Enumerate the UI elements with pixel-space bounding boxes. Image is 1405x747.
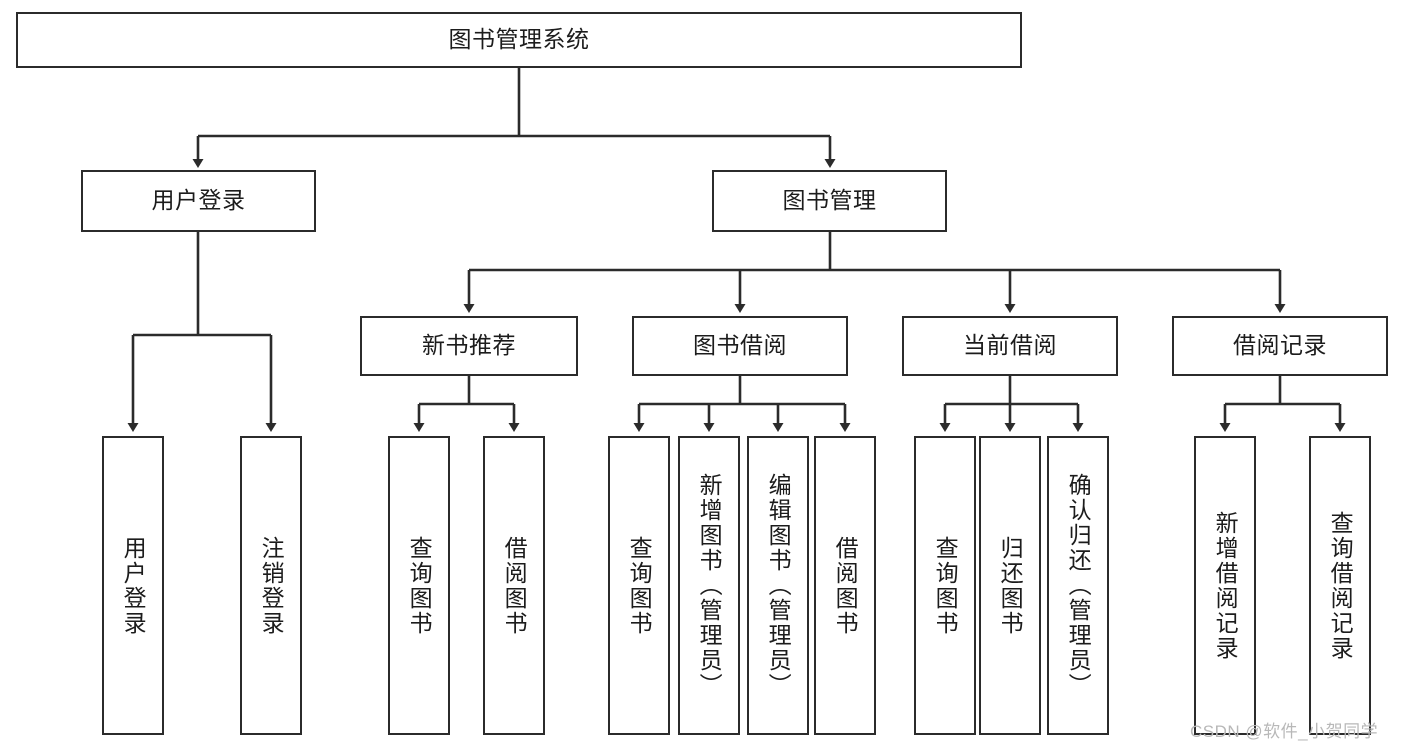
node-label: 当前借阅 (963, 332, 1057, 359)
node-user-login[interactable]: 用户登录 (81, 170, 316, 232)
node-label: 注销登录 (258, 535, 285, 636)
node-label: 借阅图书 (501, 535, 528, 636)
node-borrow-record[interactable]: 借阅记录 (1172, 316, 1388, 376)
leaf-recommend-borrow-book[interactable]: 借阅图书 (483, 436, 545, 735)
leaf-borrow-borrow-book[interactable]: 借阅图书 (814, 436, 876, 735)
node-label: 查询图书 (626, 535, 653, 636)
node-label: 图书管理系统 (448, 26, 590, 53)
leaf-current-query-book[interactable]: 查询图书 (914, 436, 976, 735)
node-current-borrow[interactable]: 当前借阅 (902, 316, 1118, 376)
node-label: 新书推荐 (422, 332, 516, 359)
node-label: 借阅图书 (832, 535, 859, 636)
node-label: 编辑图书（管理员） (765, 473, 792, 698)
node-label: 查询借阅记录 (1327, 510, 1354, 661)
leaf-user-login-logout[interactable]: 注销登录 (240, 436, 302, 735)
node-root-system[interactable]: 图书管理系统 (16, 12, 1022, 68)
leaf-borrow-add-book[interactable]: 新增图书（管理员） (678, 436, 740, 735)
node-label: 确认归还（管理员） (1065, 473, 1092, 698)
node-label: 用户登录 (120, 535, 147, 636)
node-book-borrow[interactable]: 图书借阅 (632, 316, 848, 376)
node-book-management[interactable]: 图书管理 (712, 170, 947, 232)
leaf-borrow-edit-book[interactable]: 编辑图书（管理员） (747, 436, 809, 735)
node-label: 新增借阅记录 (1212, 510, 1239, 661)
node-label: 查询图书 (406, 535, 433, 636)
node-label: 图书借阅 (693, 332, 787, 359)
node-label: 借阅记录 (1233, 332, 1327, 359)
node-label: 图书管理 (782, 187, 877, 214)
leaf-current-confirm-return[interactable]: 确认归还（管理员） (1047, 436, 1109, 735)
leaf-record-query-record[interactable]: 查询借阅记录 (1309, 436, 1371, 735)
node-label: 归还图书 (997, 535, 1024, 636)
node-new-book-recommend[interactable]: 新书推荐 (360, 316, 578, 376)
leaf-record-add-record[interactable]: 新增借阅记录 (1194, 436, 1256, 735)
leaf-recommend-query-book[interactable]: 查询图书 (388, 436, 450, 735)
leaf-current-return-book[interactable]: 归还图书 (979, 436, 1041, 735)
leaf-user-login-login[interactable]: 用户登录 (102, 436, 164, 735)
csdn-watermark: CSDN @软件_小贺同学 (1190, 722, 1379, 741)
leaf-borrow-query-book[interactable]: 查询图书 (608, 436, 670, 735)
node-label: 新增图书（管理员） (696, 473, 723, 698)
node-label: 查询图书 (932, 535, 959, 636)
node-label: 用户登录 (151, 187, 246, 214)
